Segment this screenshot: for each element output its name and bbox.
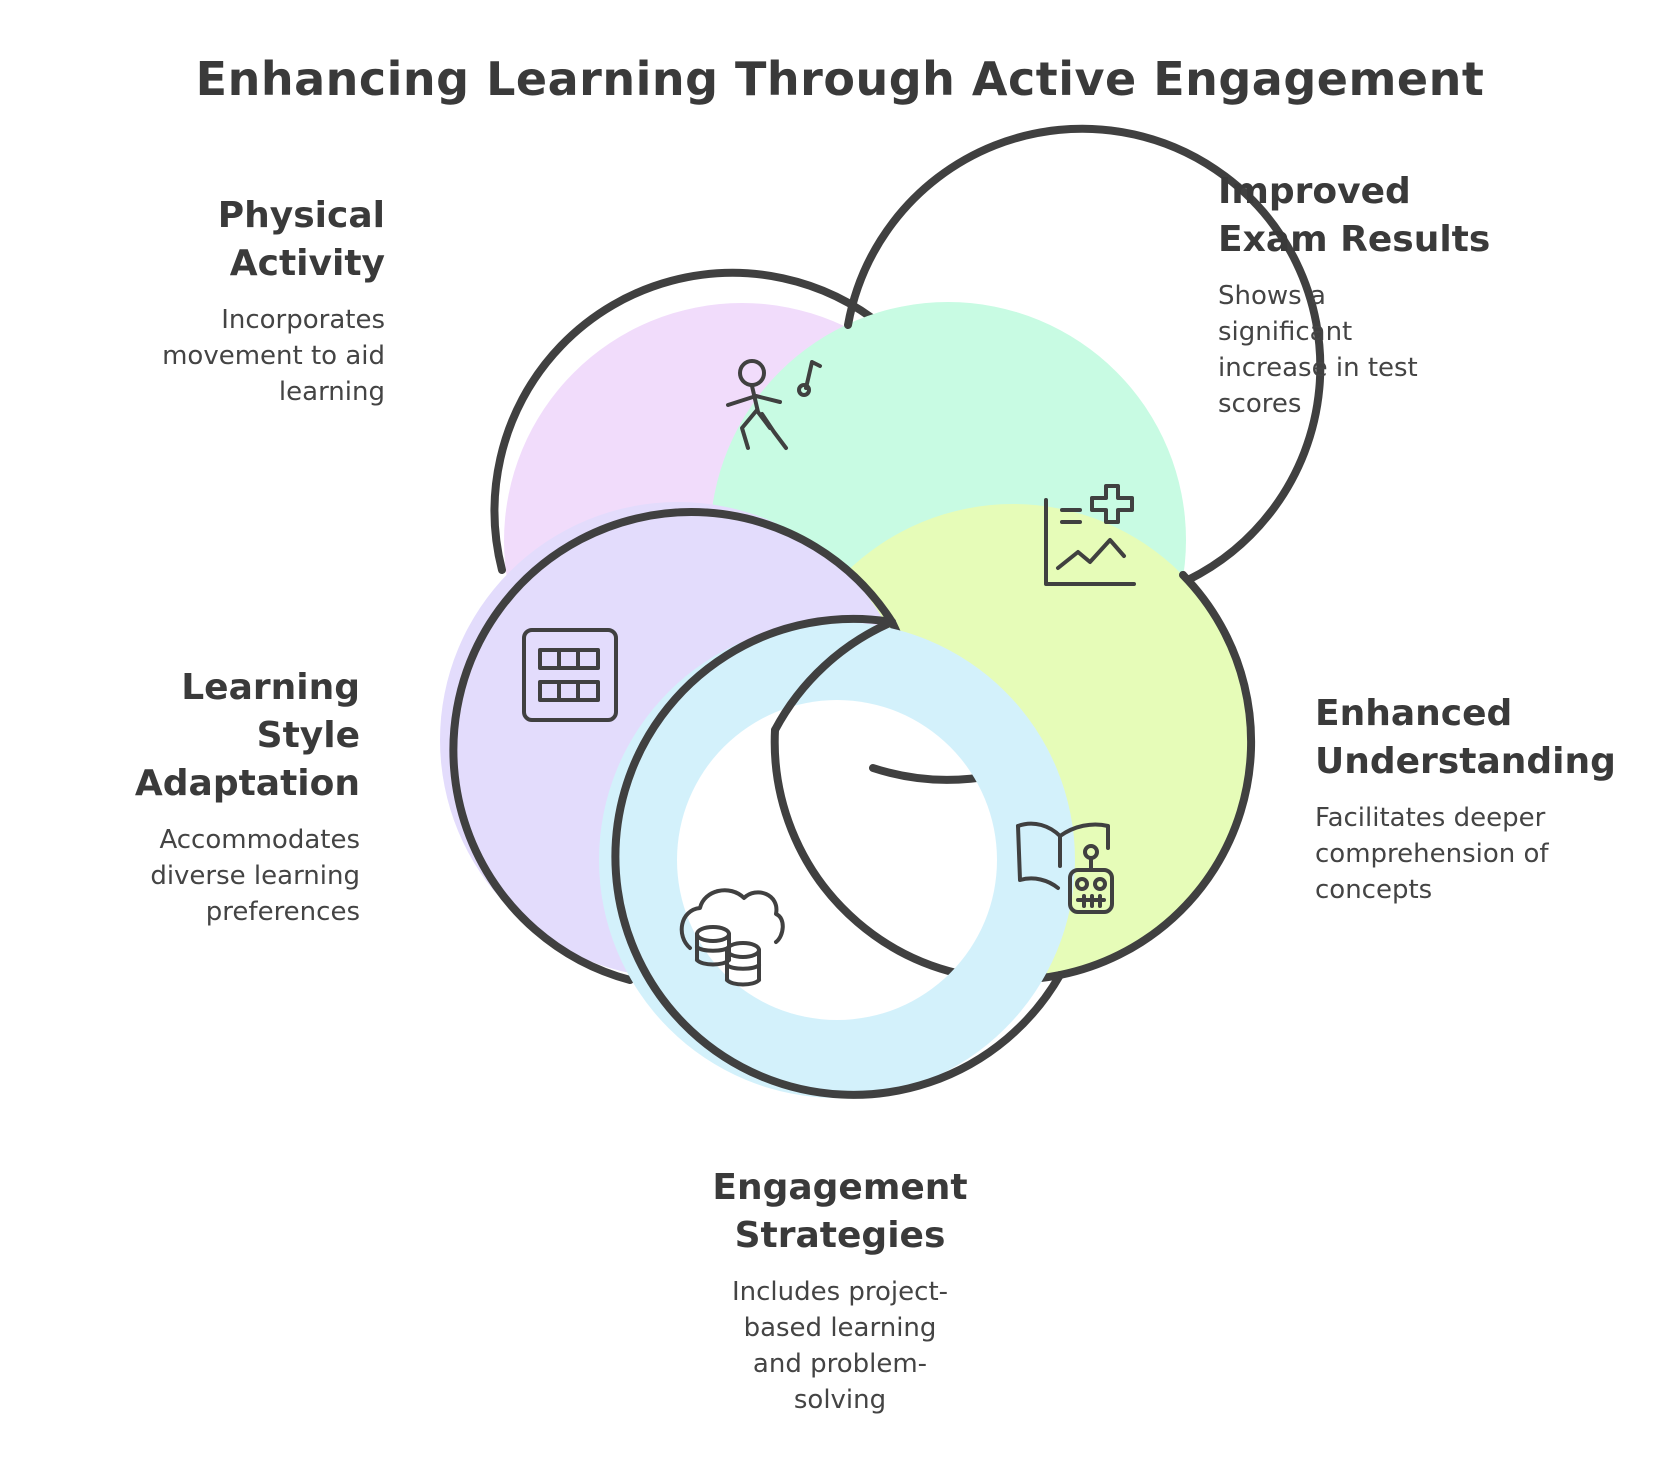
improved-exam-results-block: Improved Exam Results Shows a significan… bbox=[1218, 168, 1558, 422]
engagement-strategies-description: Includes project- based learning and pro… bbox=[731, 1277, 949, 1415]
book-and-robot-icon bbox=[1016, 821, 1114, 914]
learning-style-adaptation-description: Accommodates diverse learning preference… bbox=[150, 825, 360, 927]
enhanced-understanding-description: Facilitates deeper comprehension of conc… bbox=[1315, 803, 1549, 905]
engagement-strategies-block: Engagement Strategies Includes project- … bbox=[640, 1164, 1040, 1418]
grid-table-icon bbox=[522, 628, 618, 722]
improved-exam-results-heading: Improved Exam Results bbox=[1218, 171, 1491, 260]
enhanced-understanding-block: Enhanced Understanding Facilitates deepe… bbox=[1315, 690, 1655, 908]
physical-activity-block: Physical Activity Incorporates movement … bbox=[130, 192, 385, 410]
enhanced-understanding-heading: Enhanced Understanding bbox=[1315, 693, 1616, 782]
engagement-strategies-heading: Engagement Strategies bbox=[712, 1167, 968, 1256]
physical-activity-description: Incorporates movement to aid learning bbox=[162, 305, 385, 407]
physical-activity-heading: Physical Activity bbox=[217, 195, 385, 284]
chart-with-plus-icon bbox=[1044, 484, 1136, 586]
page-title: Enhancing Learning Through Active Engage… bbox=[195, 52, 1485, 106]
cloud-database-icon bbox=[679, 888, 785, 987]
improved-exam-results-description: Shows a significant increase in test sco… bbox=[1218, 281, 1418, 419]
learning-style-adaptation-heading: Learning Style Adaptation bbox=[134, 667, 360, 804]
dancing-person-icon bbox=[726, 359, 822, 450]
ring-engagement-strategies bbox=[599, 614, 1075, 1099]
learning-style-adaptation-block: Learning Style Adaptation Accommodates d… bbox=[60, 664, 360, 930]
